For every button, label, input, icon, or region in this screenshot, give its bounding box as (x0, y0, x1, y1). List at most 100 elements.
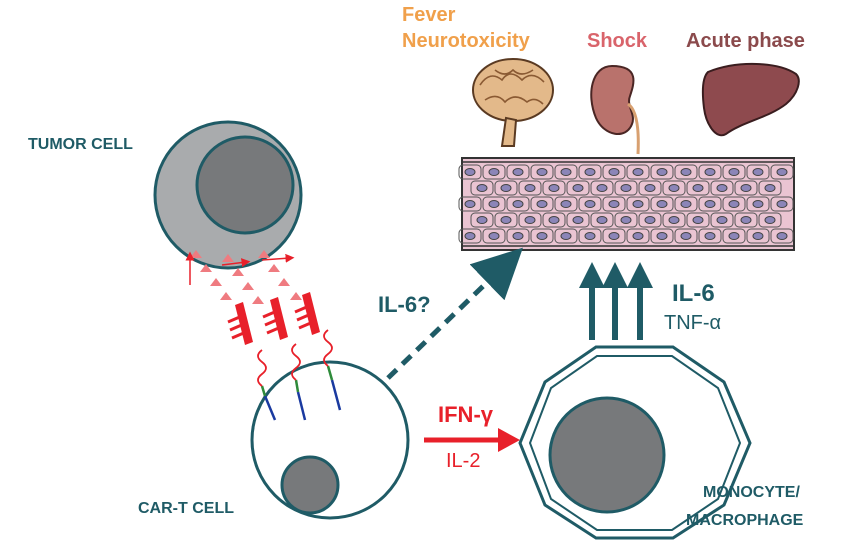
tissue-cell (770, 196, 794, 212)
il6-label: IL-6 (672, 280, 715, 307)
tnf-alpha-label: TNF-α (664, 312, 722, 334)
tissue-cell-nucleus (776, 168, 788, 176)
tissue-cell-nucleus (668, 216, 680, 224)
tissue-cell-nucleus (596, 184, 608, 192)
tissue-cell (590, 212, 614, 228)
brain-icon (472, 58, 554, 147)
tissue-cell-nucleus (524, 216, 536, 224)
ifn-gamma-arrow (424, 428, 520, 452)
tissue-cell (542, 212, 566, 228)
tissue-cell (674, 164, 698, 180)
tissue-cell (770, 228, 794, 244)
tissue-cell-nucleus (536, 200, 548, 208)
tissue-cell-nucleus (572, 216, 584, 224)
tissue-cell (626, 228, 650, 244)
tissue-cell-nucleus (704, 232, 716, 240)
tissue-cell-nucleus (608, 200, 620, 208)
tumor-cell-label: TUMOR CELL (28, 136, 133, 153)
tissue-cell (506, 228, 530, 244)
tissue-cell-nucleus (692, 216, 704, 224)
tissue-cell-nucleus (548, 216, 560, 224)
tissue-cell-nucleus (728, 232, 740, 240)
tissue-cell (470, 180, 494, 196)
tissue-cell (506, 164, 530, 180)
car-t-cell-label: CAR-T CELL (138, 500, 234, 517)
tissue-cell-nucleus (536, 168, 548, 176)
macrophage-label: MACROPHAGE (686, 512, 804, 529)
car-receptors (185, 250, 342, 421)
tissue-cell-nucleus (680, 168, 692, 176)
tissue-cell-nucleus (740, 184, 752, 192)
shock-label: Shock (587, 30, 648, 52)
tissue-cell-nucleus (704, 168, 716, 176)
tissue-cell-nucleus (716, 216, 728, 224)
neurotoxicity-label: Neurotoxicity (402, 30, 530, 52)
tissue-cell-nucleus (488, 168, 500, 176)
tissue-cell (662, 212, 686, 228)
tissue-cell-nucleus (656, 200, 668, 208)
tissue-cell (458, 196, 482, 212)
tissue-cell (566, 180, 590, 196)
tissue-cell-nucleus (632, 232, 644, 240)
tissue-cell (734, 180, 758, 196)
tissue-cell (674, 228, 698, 244)
tissue-cell (554, 164, 578, 180)
tissue-cell (710, 180, 734, 196)
tissue-cell-nucleus (728, 200, 740, 208)
tissue-cell (482, 196, 506, 212)
tissue-cell-nucleus (524, 184, 536, 192)
tissue-cell-nucleus (632, 200, 644, 208)
tissue-cell (698, 228, 722, 244)
tissue-cell-nucleus (752, 232, 764, 240)
tissue-cell (614, 212, 638, 228)
tissue-cell-nucleus (752, 168, 764, 176)
tissue-cell-nucleus (488, 232, 500, 240)
cytokine-release-arrows (579, 262, 653, 340)
tissue-cell-nucleus (584, 232, 596, 240)
tissue-cell (602, 164, 626, 180)
tissue-cell (614, 180, 638, 196)
il6-question-label: IL-6? (378, 292, 431, 317)
tissue-cell-nucleus (740, 216, 752, 224)
tissue-cell (482, 164, 506, 180)
tissue-cell (494, 212, 518, 228)
tissue-cell (578, 228, 602, 244)
tissue-cell (518, 212, 542, 228)
tissue-cell (578, 164, 602, 180)
tissue-cell (482, 228, 506, 244)
tumor-cell (153, 120, 303, 270)
tissue-cell (638, 212, 662, 228)
tissue-cell-nucleus (512, 168, 524, 176)
tissue-cell (458, 228, 482, 244)
tissue-cell (650, 228, 674, 244)
tissue-cell-nucleus (548, 184, 560, 192)
tissue-cell (602, 196, 626, 212)
tissue-cell-nucleus (596, 216, 608, 224)
tissue-cell-nucleus (764, 216, 776, 224)
tissue-cell (662, 180, 686, 196)
tissue-cell (746, 196, 770, 212)
liver-icon (701, 63, 800, 137)
tissue-cell (554, 228, 578, 244)
tissue-cell-nucleus (764, 184, 776, 192)
tissue-cell (518, 180, 542, 196)
tissue-cell (698, 196, 722, 212)
tissue-cell-nucleus (512, 232, 524, 240)
acute-phase-label: Acute phase (686, 30, 805, 52)
tissue-cell (542, 180, 566, 196)
tissue-cell (746, 164, 770, 180)
tissue-cell-nucleus (476, 184, 488, 192)
tissue-cell-nucleus (536, 232, 548, 240)
tissue-cell (734, 212, 758, 228)
kidney-icon (590, 64, 640, 155)
tissue-cell-nucleus (560, 200, 572, 208)
tissue-cell-nucleus (608, 168, 620, 176)
tissue-cell (566, 212, 590, 228)
tissue-cell (686, 212, 710, 228)
tissue-cell-nucleus (776, 232, 788, 240)
tissue-cell (530, 164, 554, 180)
tissue-cell-nucleus (728, 168, 740, 176)
tissue-cell-nucleus (464, 232, 476, 240)
tissue-cell (722, 164, 746, 180)
tissue-cell-nucleus (500, 216, 512, 224)
